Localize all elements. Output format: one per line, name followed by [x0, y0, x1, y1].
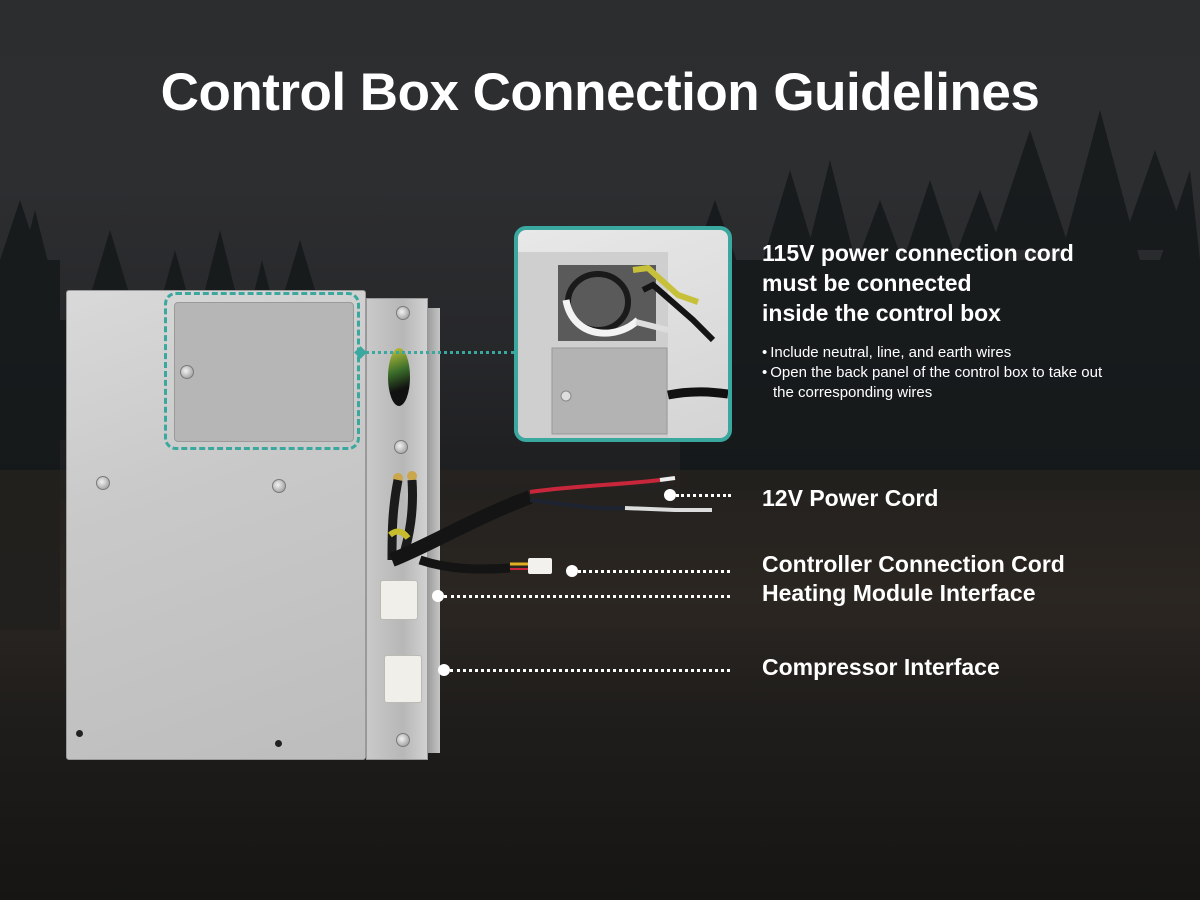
label-12v-power-cord: 12V Power Cord [762, 485, 939, 511]
page-title: Control Box Connection Guidelines [160, 63, 1040, 122]
label-compressor-interface: Compressor Interface [762, 654, 1000, 680]
label-controller-connection-cord: Controller Connection Cord [762, 551, 1065, 577]
leader-dot [664, 489, 676, 501]
bullet-item: Open the back panel of the control box t… [762, 363, 1112, 403]
control-box-image [66, 290, 446, 765]
heating-module-connector [380, 580, 418, 620]
compressor-connector [384, 655, 422, 703]
screw-icon [180, 365, 194, 379]
leader-line-heating [444, 595, 730, 598]
label-heating-module-interface: Heating Module Interface [762, 580, 1036, 606]
screw-icon [396, 306, 410, 320]
heading-line: 115V power connection cord [762, 240, 1074, 266]
internal-wiring-illustration [518, 252, 728, 438]
screw-icon [396, 733, 410, 747]
highlight-dashed-outline [164, 292, 360, 450]
control-box-flange [428, 308, 440, 753]
heading-line: must be connected [762, 270, 972, 296]
mounting-hole [275, 740, 282, 747]
callout-115v-heading: 115V power connection cord must be conne… [762, 238, 1074, 328]
leader-dot [438, 664, 450, 676]
mounting-hole [76, 730, 83, 737]
cable-entry-hole [388, 348, 410, 406]
back-access-panel [174, 302, 354, 442]
screw-icon [96, 476, 110, 490]
leader-dot [566, 565, 578, 577]
inset-connector-line [365, 351, 515, 354]
heading-line: inside the control box [762, 300, 1001, 326]
screw-icon [394, 440, 408, 454]
inset-wiring-closeup [514, 226, 732, 442]
callout-115v-bullets: Include neutral, line, and earth wires O… [762, 343, 1112, 403]
leader-line-controller [578, 570, 730, 573]
screw-icon [272, 479, 286, 493]
leader-line-12v [676, 494, 731, 497]
bullet-item: Include neutral, line, and earth wires [762, 343, 1112, 363]
leader-line-compressor [450, 669, 730, 672]
leader-dot [432, 590, 444, 602]
